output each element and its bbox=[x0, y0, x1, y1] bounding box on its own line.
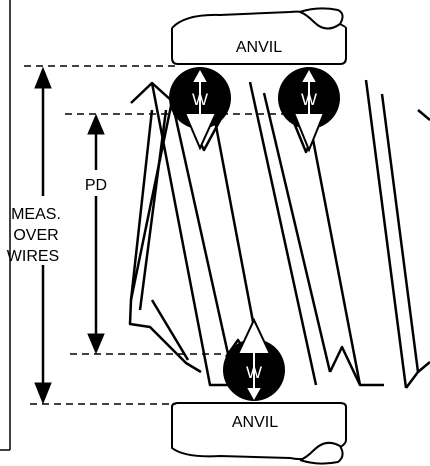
bottom-anvil bbox=[171, 402, 347, 465]
wire-bottom-label: W bbox=[246, 363, 262, 382]
threaded-screw bbox=[128, 79, 430, 389]
wire-right: W bbox=[278, 67, 340, 153]
pd-dimension bbox=[87, 113, 105, 355]
wire-left: W bbox=[169, 67, 231, 151]
top-anvil bbox=[171, 7, 347, 65]
bottom-anvil-label: ANVIL bbox=[232, 414, 278, 431]
meas-label-line1: MEAS. bbox=[11, 206, 61, 223]
top-anvil-label: ANVIL bbox=[236, 39, 282, 56]
wire-left-label: W bbox=[192, 90, 208, 109]
meas-over-wires-dimension bbox=[34, 66, 52, 405]
wire-right-label: W bbox=[301, 90, 317, 109]
pd-label: PD bbox=[85, 177, 107, 194]
wire-bottom: W bbox=[223, 317, 285, 401]
figure-frame bbox=[0, 0, 11, 451]
meas-label-line2: OVER bbox=[13, 227, 58, 244]
meas-label-line3: WIRES bbox=[7, 248, 59, 265]
